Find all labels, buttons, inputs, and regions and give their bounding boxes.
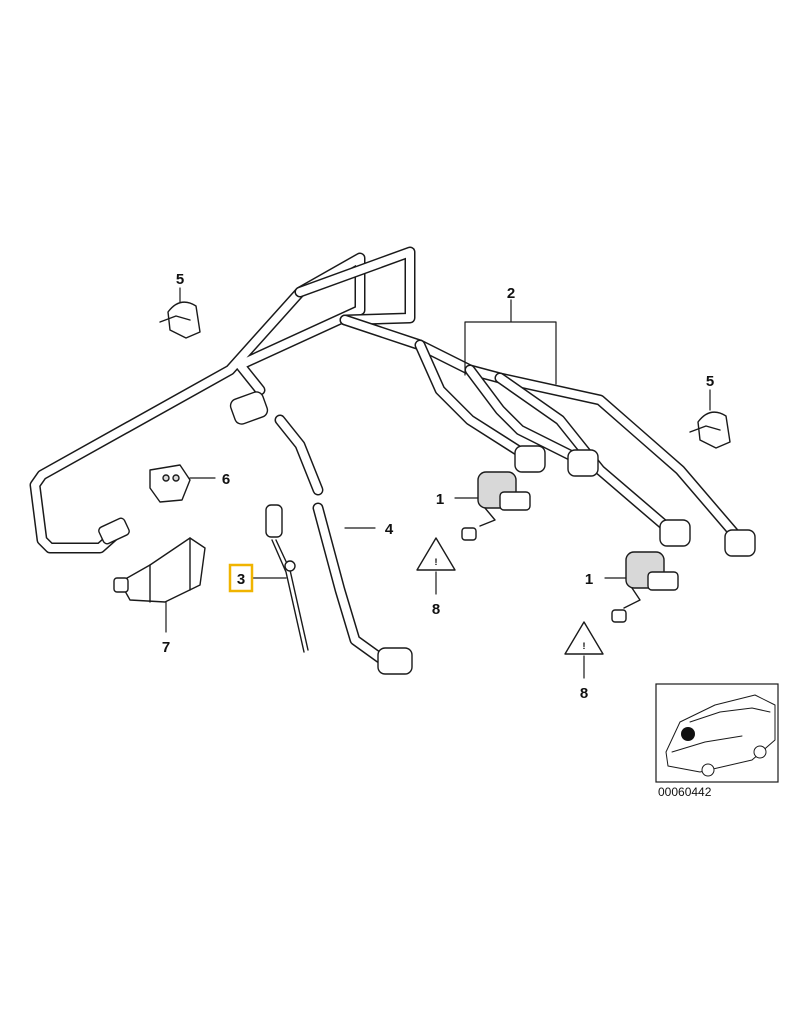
part-3-heater xyxy=(265,504,309,653)
svg-text:!: ! xyxy=(583,641,586,651)
part-4-hose xyxy=(274,414,413,675)
callout-3: 3 xyxy=(237,571,245,588)
clip-5-left xyxy=(159,301,201,339)
callout-2: 2 xyxy=(507,285,515,302)
callout-8-upper: 8 xyxy=(432,601,440,618)
warning-triangle-icon: ! xyxy=(564,621,604,655)
car-locator-icon xyxy=(665,694,776,777)
part-1-nozzle-lower xyxy=(623,551,679,609)
callout-1-upper: 1 xyxy=(436,491,444,508)
part-1-nozzle-upper xyxy=(477,471,531,527)
reference-number: 00060442 xyxy=(658,785,712,799)
clip-5-right xyxy=(689,411,731,449)
plug-upper xyxy=(461,527,477,541)
leader-lines xyxy=(165,287,711,679)
car-locator-inset xyxy=(655,683,779,783)
callout-1-lower: 1 xyxy=(585,571,593,588)
callout-6: 6 xyxy=(222,471,230,488)
hose-harness xyxy=(29,246,746,554)
svg-text:!: ! xyxy=(435,557,438,567)
callout-4: 4 xyxy=(385,521,394,538)
callout-7: 7 xyxy=(162,639,170,656)
callout-5-left: 5 xyxy=(176,271,184,288)
callout-5-right: 5 xyxy=(706,373,714,390)
hose-connectors xyxy=(98,391,756,557)
part-6-nut xyxy=(149,464,191,503)
callout-3-highlight xyxy=(228,563,254,593)
warning-triangle-icon: ! xyxy=(416,537,456,571)
callout-8-lower: 8 xyxy=(580,685,588,702)
part-7-bracket xyxy=(113,537,206,603)
plug-lower xyxy=(611,609,627,623)
